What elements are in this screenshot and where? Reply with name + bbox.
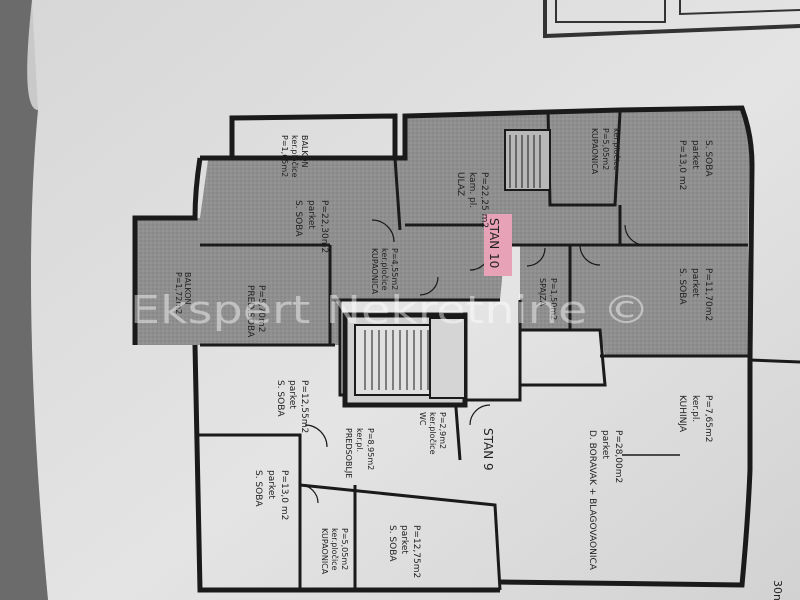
stan-10-shaded-area [135, 110, 750, 356]
room-label-line: P=1,65m2 [280, 135, 289, 177]
staircase-core [342, 312, 468, 408]
room-label-line: ker.pl. [690, 395, 700, 422]
room-label-line: P=1,72m2 [174, 272, 183, 314]
room-label-line: S. SOBA [703, 140, 713, 177]
room-label-line: KUPAONICA [370, 248, 379, 295]
room-label-line: parket [690, 268, 700, 297]
room-label-line: ker.pločice [290, 135, 300, 178]
staircase-upper [504, 129, 551, 191]
room-label-line: ker.pločice [380, 248, 390, 291]
room-label-line: PREDSOBLJE [344, 428, 353, 478]
room-label-line: parket [399, 525, 409, 554]
stan-9-label: STAN 9 [481, 428, 495, 471]
room-label-line: PRED.SOBA [245, 285, 255, 338]
room-label-line: WC [418, 412, 427, 426]
room-label-line: ker.pl. [355, 428, 364, 452]
room-label-line: parket [306, 200, 316, 229]
room-label-line: S. SOBA [253, 470, 263, 507]
room-label-line: P=5,05m2 [601, 128, 610, 170]
room-label-line: BALKON [183, 272, 192, 305]
adjacent-plan-fragment [543, 0, 800, 39]
room-label-line: BALKON [300, 135, 309, 168]
room-label-line: P=1,50m2 [549, 278, 558, 320]
room-label-line: S. SOBA [293, 200, 303, 237]
paper-edge-shadow [0, 0, 48, 600]
room-label-line: kam. pl. [467, 172, 477, 208]
room-label-line: P=11,70m2 [703, 268, 713, 321]
corner-area-text: 30m2 [771, 580, 784, 600]
stan-10-highlight [484, 214, 512, 276]
room-label-line: P=13,0 m2 [677, 140, 687, 190]
room-label-line: D. BORAVAK + BLAGOVAONICA [587, 430, 597, 571]
room-label-line: P=12,75m2 [411, 525, 421, 578]
room-label-line: ULAZ [455, 172, 465, 196]
room-label-line: SPAJZA [538, 278, 547, 307]
room-label-line: KUHINJA [677, 395, 687, 433]
room-label-line: parket [287, 380, 297, 409]
room-label-line: ker.pločice [330, 528, 340, 571]
room-label-line: P=5,70m2 [256, 285, 266, 333]
room-label-line: P=22,30m2 [319, 200, 329, 253]
room-label-line: P=7,65m2 [703, 395, 713, 443]
room-label-line: S. SOBA [275, 380, 285, 417]
room-label-line: P=22,25 m2 [479, 172, 489, 228]
room-label-line: parket [266, 470, 276, 499]
room-label-line: S. SOBA [387, 525, 397, 562]
stan-10-label: STAN 10 [487, 218, 501, 268]
floor-plan [132, 105, 800, 593]
room-label-line: ker.pločice [428, 412, 438, 455]
room-label-line: parket [600, 430, 610, 459]
room-label-line: P=5,05m2 [340, 528, 349, 570]
room-label-line: KUPAONICA [590, 128, 599, 175]
room-label-line: parket [690, 140, 700, 169]
room-label-line: P=13,0 m2 [279, 470, 289, 520]
room-label-line: P=4,55m2 [390, 248, 399, 290]
room-label-line: P=2,9m2 [438, 412, 447, 449]
room-label-line: P=28,00m2 [613, 430, 623, 483]
watermark-text: Ekspert Nekretnine © [130, 288, 650, 332]
room-label-line: ker.pločice [612, 128, 622, 171]
room-label-line: P=12,55m2 [299, 380, 309, 433]
room-label-line: S. SOBA [677, 268, 687, 305]
room-label-line: KUPAONICA [320, 528, 329, 575]
room-label-line: P=8,95m2 [366, 428, 375, 470]
